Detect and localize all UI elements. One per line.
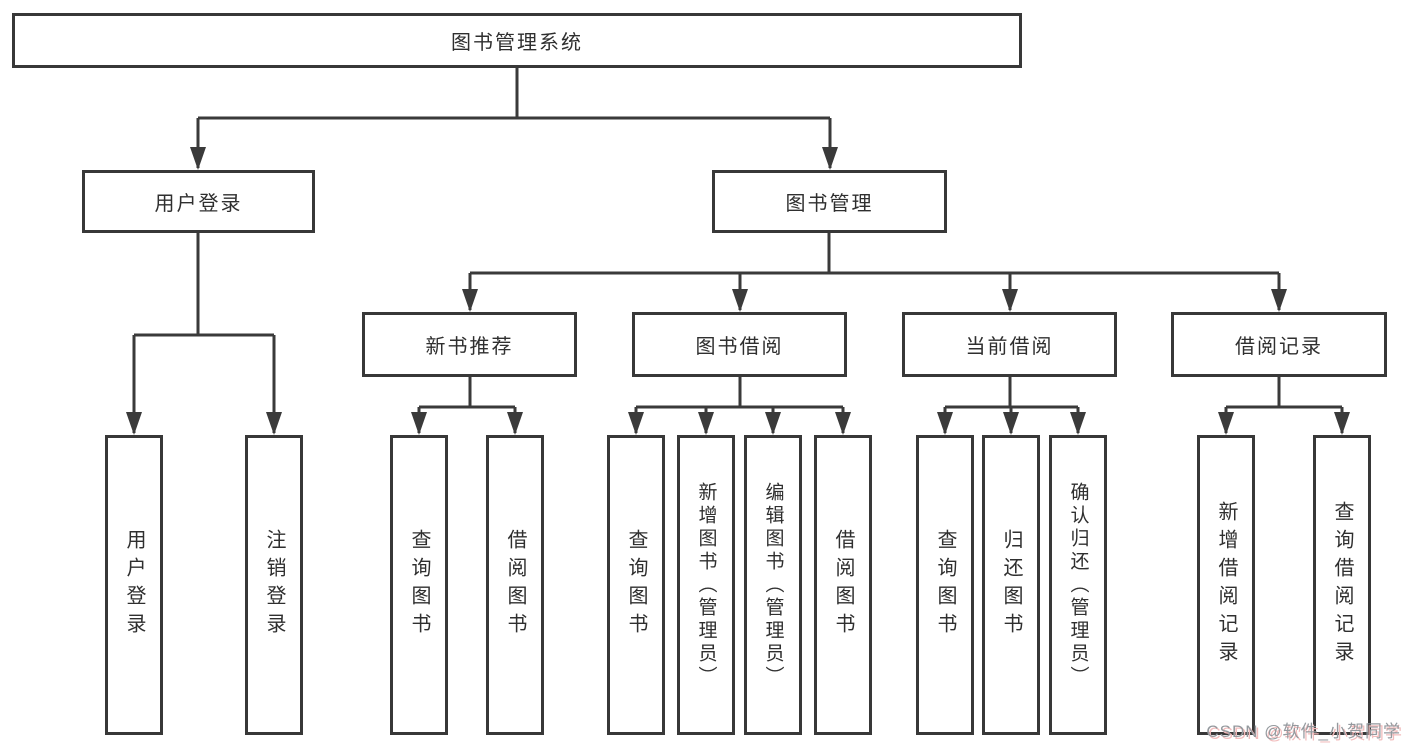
node-add-borrow-record: 新增借阅记录 xyxy=(1197,435,1255,735)
node-query-books-recommend: 查询图书 xyxy=(390,435,448,735)
node-borrow-books-recommend: 借阅图书 xyxy=(486,435,544,735)
node-add-books-admin: 新增图书（管理员） xyxy=(677,435,735,735)
node-query-books-current: 查询图书 xyxy=(916,435,974,735)
node-query-borrow-record: 查询借阅记录 xyxy=(1313,435,1371,735)
node-new-book-recommend: 新书推荐 xyxy=(362,312,577,377)
node-query-books-borrow: 查询图书 xyxy=(607,435,665,735)
node-book-borrow: 图书借阅 xyxy=(632,312,847,377)
node-logout-action: 注销登录 xyxy=(245,435,303,735)
node-current-borrow: 当前借阅 xyxy=(902,312,1117,377)
node-user-login: 用户登录 xyxy=(82,170,315,233)
node-return-books: 归还图书 xyxy=(982,435,1040,735)
node-borrow-books-action: 借阅图书 xyxy=(814,435,872,735)
watermark: CSDN @软件_小贺同学 xyxy=(1206,722,1401,741)
node-confirm-return-admin: 确认归还（管理员） xyxy=(1049,435,1107,735)
node-root: 图书管理系统 xyxy=(12,13,1022,68)
arrowheads xyxy=(126,147,1350,435)
node-user-login-action: 用户登录 xyxy=(105,435,163,735)
node-borrow-records: 借阅记录 xyxy=(1171,312,1387,377)
node-book-management: 图书管理 xyxy=(712,170,947,233)
node-edit-books-admin: 编辑图书（管理员） xyxy=(744,435,802,735)
